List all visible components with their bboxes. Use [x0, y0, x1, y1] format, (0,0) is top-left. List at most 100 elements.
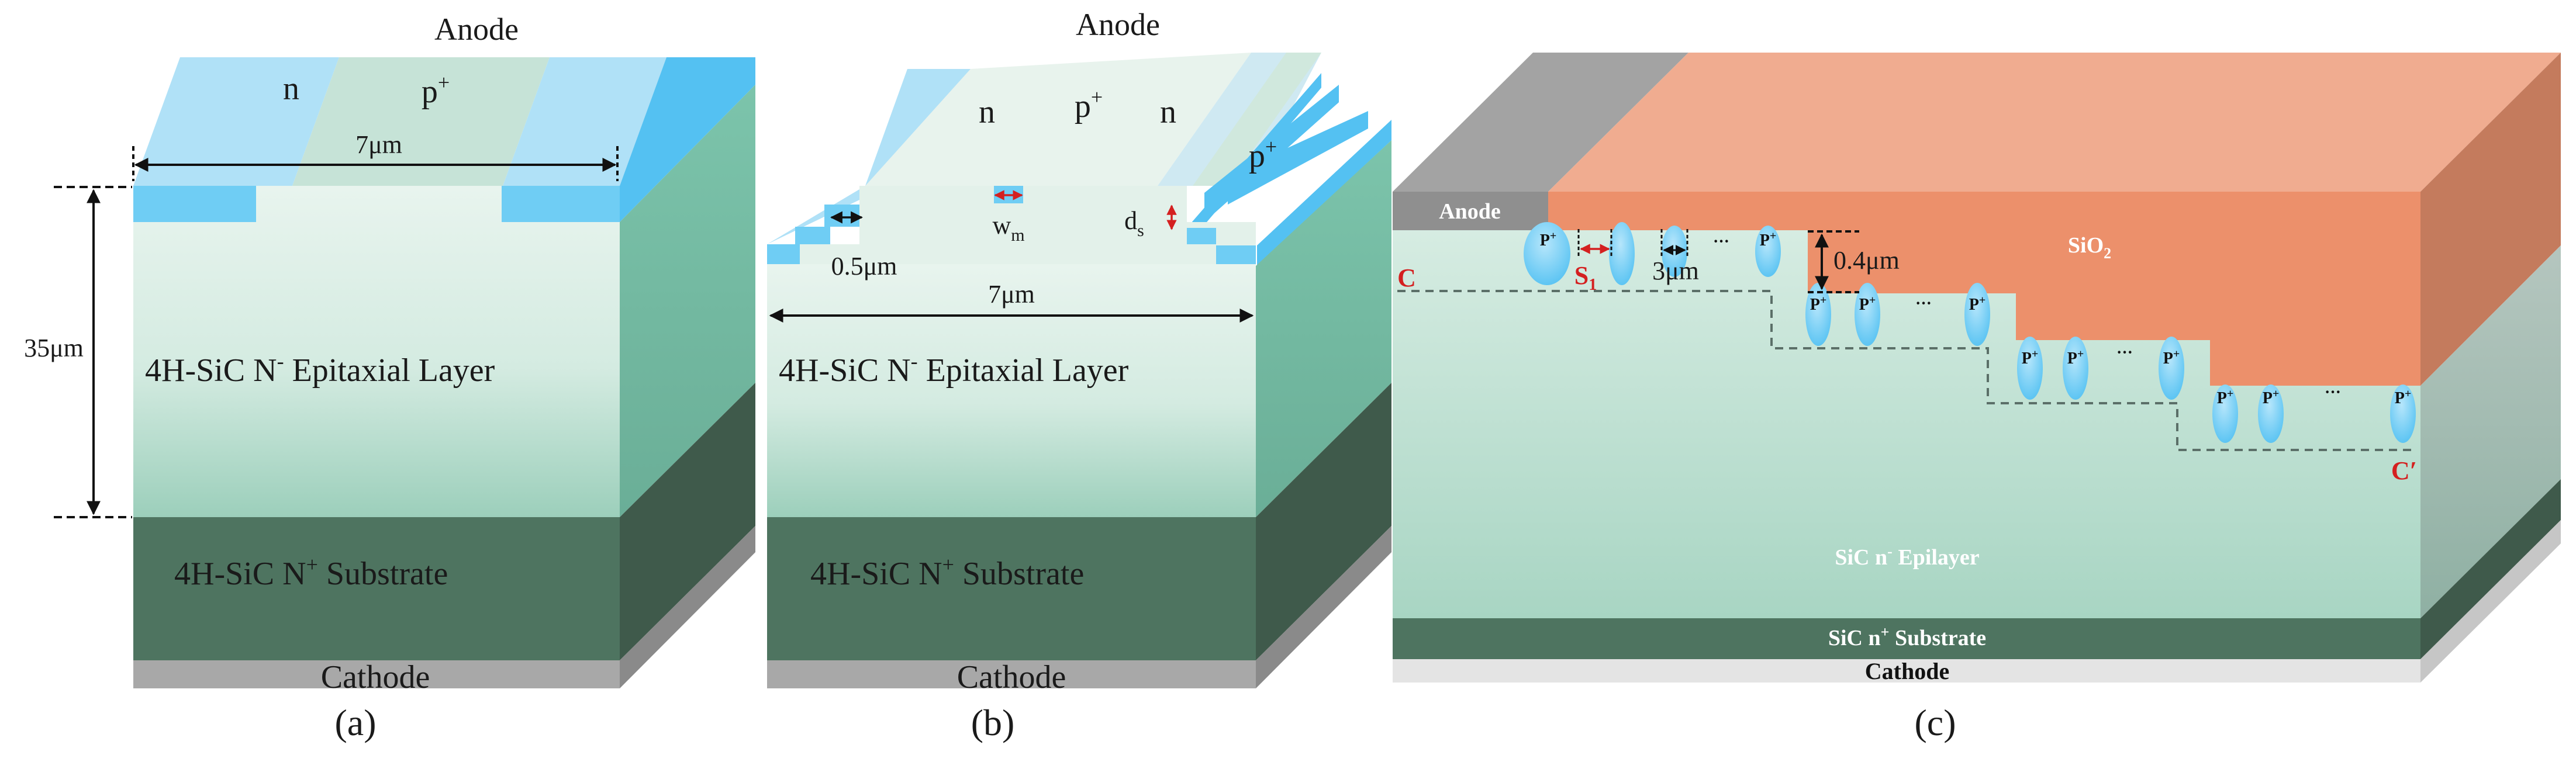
a-caption: (a) — [334, 702, 376, 743]
panel-a: Anode n p+ 7μm 35μm 4H-SiC N- Epitaxial … — [24, 12, 755, 743]
c-anode-label: Anode — [1439, 199, 1501, 224]
a-side-substrate — [620, 383, 755, 660]
a-top-p-center — [292, 57, 550, 186]
c-p-label: P+ — [2163, 348, 2180, 368]
c-cut-line — [1397, 290, 2415, 451]
c-substrate — [1393, 618, 2420, 659]
c-p-label: P+ — [1859, 294, 1876, 314]
c-p-label: P+ — [2067, 348, 2084, 368]
c-side-cathode — [2420, 520, 2561, 683]
b-left-step-1 — [767, 244, 800, 264]
b-top-right-p — [1193, 53, 1321, 186]
a-top-n-right — [503, 57, 667, 186]
c-pwell — [1609, 222, 1635, 285]
a-anode-label: Anode — [434, 12, 519, 47]
c-p-label: P+ — [2217, 387, 2234, 407]
c-p-label: P+ — [2395, 387, 2412, 407]
c-pwell — [2390, 385, 2416, 443]
c-pwells-row1 — [1524, 222, 1781, 285]
a-p-label: p+ — [422, 71, 450, 110]
c-side-epi — [2420, 245, 2561, 618]
b-p-right-label: p+ — [1249, 135, 1277, 174]
a-n-label: n — [283, 71, 299, 107]
a-side-cathode — [620, 526, 755, 688]
a-epitaxial-layer — [133, 186, 620, 517]
c-cathode — [1393, 659, 2420, 683]
c-cut-c-label: C — [1397, 264, 1416, 292]
c-pwell — [1964, 283, 1990, 346]
a-cathode-label: Cathode — [321, 659, 430, 695]
b-right-step-blue-2 — [1216, 245, 1256, 264]
a-cathode — [133, 660, 620, 688]
c-epilayer-label: SiC n- Epilayer — [1835, 543, 1979, 570]
b-left-step-3 — [824, 205, 859, 227]
b-side-epi — [1256, 140, 1391, 517]
b-cathode-label: Cathode — [957, 659, 1066, 695]
a-width-label: 7μm — [355, 130, 402, 159]
c-pwell — [2258, 385, 2284, 443]
c-pwell — [1805, 283, 1831, 346]
c-pwells-row3 — [2017, 337, 2184, 400]
c-pwells-row4 — [2212, 385, 2416, 443]
b-side-stripe-3 — [1228, 111, 1368, 205]
panel-b: Anode n p+ n p+ 0.5μm wm ds 7μm 4H-SiC N… — [767, 7, 1391, 743]
b-top-center — [865, 53, 1251, 186]
c-p-label: P+ — [1540, 230, 1557, 250]
c-depth-label: 0.4μm — [1833, 246, 1900, 275]
b-wm-label: wm — [992, 211, 1024, 245]
a-substrate-label: 4H-SiC N+ Substrate — [174, 553, 448, 592]
c-p-label: P+ — [2263, 387, 2280, 407]
c-dots: ··· — [2116, 344, 2133, 362]
c-oxide-side — [2420, 53, 2561, 386]
c-pwell — [2212, 385, 2238, 443]
b-n-left-label: n — [979, 94, 995, 130]
b-n-right-label: n — [1160, 94, 1176, 130]
b-width-label: 7μm — [988, 280, 1035, 309]
b-side-substrate — [1256, 383, 1391, 660]
c-side-substrate — [2420, 479, 2561, 659]
c-pwell — [2063, 337, 2088, 400]
b-left-step-2 — [795, 227, 830, 244]
b-right-step-blue-1 — [1187, 228, 1216, 244]
b-substrate-label: 4H-SiC N+ Substrate — [810, 553, 1084, 592]
c-s1-label: S1 — [1574, 261, 1597, 294]
a-side-blue — [620, 57, 755, 222]
c-p-label: P+ — [1969, 294, 1986, 314]
a-n-left-region — [133, 186, 256, 222]
c-cut-cprime-label: C′ — [2391, 456, 2417, 485]
b-side-cathode — [1256, 526, 1391, 688]
b-anode-label: Anode — [1076, 7, 1160, 42]
a-top-n-left — [133, 57, 339, 186]
c-pwells-row2 — [1805, 283, 1990, 346]
b-upper-left — [800, 244, 859, 264]
c-p-label: P+ — [1760, 230, 1777, 250]
a-thickness-label: 35μm — [24, 334, 84, 362]
c-pwell — [2159, 337, 2184, 400]
b-cathode — [767, 660, 1256, 688]
b-caption: (b) — [971, 702, 1015, 743]
c-cathode-label: Cathode — [1865, 658, 1949, 684]
a-side-epi — [620, 85, 755, 517]
a-n-right-region — [502, 186, 620, 222]
b-side-stripe-4 — [1257, 120, 1391, 266]
b-substrate — [767, 517, 1256, 660]
c-dots: ··· — [2325, 383, 2341, 401]
b-top-left-n — [767, 69, 971, 244]
c-oxide-label: SiO2 — [2068, 233, 2111, 262]
c-pitch-label: 3μm — [1652, 257, 1699, 285]
a-epi-label: 4H-SiC N- Epitaxial Layer — [145, 349, 495, 389]
c-pwell — [2017, 337, 2043, 400]
c-dots: ··· — [1915, 295, 1932, 313]
b-step-label: 0.5μm — [831, 252, 897, 280]
c-oxide-top — [1548, 53, 2561, 192]
c-anode-top — [1393, 53, 1688, 192]
b-p-mid-label: p+ — [1075, 85, 1103, 124]
c-dots: ··· — [1713, 233, 1729, 251]
b-epitaxial-layer — [767, 264, 1256, 517]
c-caption: (c) — [1914, 702, 1956, 743]
a-substrate — [133, 517, 620, 660]
panel-c: P+ P+ P+ P+ P+ P+ P+ P+ P+ P+ P+ ··· ···… — [1393, 53, 2561, 743]
c-anode-front — [1393, 192, 1548, 230]
c-pwell — [1855, 283, 1880, 346]
